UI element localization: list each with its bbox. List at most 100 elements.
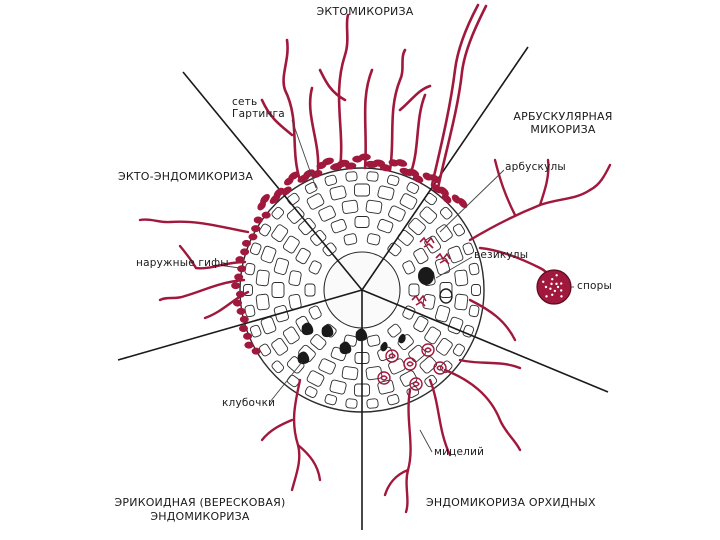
root-cell — [329, 379, 347, 395]
root-cross-section — [239, 167, 485, 413]
mantle-cell — [288, 171, 300, 181]
label-arbuscules: арбускулы — [505, 161, 566, 173]
root-cell — [354, 183, 370, 197]
label-spores: споры — [577, 280, 613, 292]
mantle-cell — [232, 299, 242, 307]
label-arbuscular-line1: АРБУСКУЛЯРНАЯ — [513, 110, 613, 123]
hypha — [158, 278, 246, 302]
root-cell — [366, 171, 379, 182]
label-ecto-endomycorrhiza: ЭКТО-ЭНДОМИКОРИЗА — [118, 170, 254, 183]
root-cell — [255, 269, 270, 287]
mantle-cell — [322, 157, 334, 166]
spore-dot — [545, 295, 548, 298]
root-cell — [288, 270, 302, 287]
root-cell — [424, 326, 442, 345]
root-cell — [366, 233, 381, 246]
mantle-cell — [407, 168, 420, 177]
label-coils: клубочки — [222, 397, 276, 409]
hypha — [404, 388, 412, 514]
root-cell — [419, 206, 438, 224]
root-cell — [304, 386, 318, 398]
mantle-cell — [273, 187, 285, 198]
root-cell — [271, 360, 284, 374]
label-mycelium: мицелий — [434, 446, 485, 458]
root-cell — [244, 304, 256, 318]
root-cell — [406, 182, 420, 194]
ecto-endomycorrhiza-hyphae — [138, 218, 250, 320]
mantle-cell — [236, 307, 246, 315]
root-cell — [306, 193, 325, 210]
root-cell — [318, 205, 336, 222]
root-cell — [329, 185, 347, 201]
spore-dot — [550, 282, 553, 286]
root-cell — [422, 293, 436, 310]
spore-dot — [555, 282, 558, 286]
mantle-cell — [244, 341, 254, 349]
root-cell — [387, 323, 402, 338]
root-cell — [454, 293, 469, 311]
coil — [321, 324, 334, 338]
root-cell — [462, 324, 475, 338]
root-cell — [318, 358, 336, 375]
root-cell — [471, 284, 481, 296]
mantle-cell — [358, 153, 371, 161]
root-cell — [413, 315, 429, 333]
leader-vesicles — [435, 256, 473, 279]
peloton-coil — [436, 365, 444, 371]
hypha — [260, 98, 294, 137]
peloton — [421, 343, 435, 357]
mantle-cell — [251, 347, 261, 355]
mantle-cell — [281, 186, 292, 196]
hypha — [430, 3, 480, 187]
mantle-cell — [241, 239, 251, 247]
root-cell — [447, 245, 464, 264]
spore-dot — [560, 289, 563, 292]
peloton — [433, 361, 447, 375]
root-cell — [308, 260, 322, 275]
root-cell — [271, 282, 285, 298]
root-cell — [468, 262, 480, 276]
spore-dot — [560, 295, 563, 298]
root-cell — [402, 260, 416, 275]
root-cell — [399, 370, 418, 387]
hypha — [363, 68, 374, 170]
root-cell — [408, 283, 420, 297]
spore-texture — [541, 274, 563, 298]
root-cell — [408, 217, 426, 236]
root-cell — [260, 245, 277, 264]
root-cell — [454, 269, 469, 287]
spore-dot — [553, 289, 557, 293]
peloton-coil — [412, 381, 420, 387]
label-arbuscular: АРБУСКУЛЯРНАЯ МИКОРИЗА — [493, 110, 633, 136]
mantle-cell — [441, 194, 452, 204]
mantle-cell — [412, 174, 424, 183]
peloton — [385, 349, 399, 363]
orchid-pelotons — [377, 333, 447, 391]
root-cell — [365, 199, 383, 214]
root-cell — [249, 242, 262, 256]
spore-dot — [555, 274, 558, 277]
root-cell — [259, 343, 272, 357]
hypha — [337, 13, 350, 170]
mantle-cell — [261, 211, 271, 219]
root-cell — [468, 304, 480, 318]
root-cell — [402, 305, 416, 320]
root-cells — [243, 171, 481, 409]
spore-dot — [549, 287, 552, 290]
vesicle — [418, 267, 434, 285]
label-hartig-line2: Гартинга — [232, 108, 285, 120]
hartig-net-mantle — [231, 153, 468, 355]
root-cell — [260, 316, 277, 335]
spore-dot — [551, 293, 554, 296]
root-cell — [308, 305, 322, 320]
leader-coils — [269, 361, 303, 403]
label-ectomycorrhiza: ЭКТОМИКОРИЗА — [316, 5, 414, 18]
hypha — [468, 298, 517, 342]
mantle-cell — [253, 216, 263, 224]
mantle-cell — [248, 233, 258, 241]
mantle-cell — [429, 174, 441, 184]
root-cell — [249, 324, 262, 338]
spore-dot — [544, 285, 548, 289]
root-cell — [435, 305, 451, 323]
mantle-cell — [260, 193, 270, 204]
